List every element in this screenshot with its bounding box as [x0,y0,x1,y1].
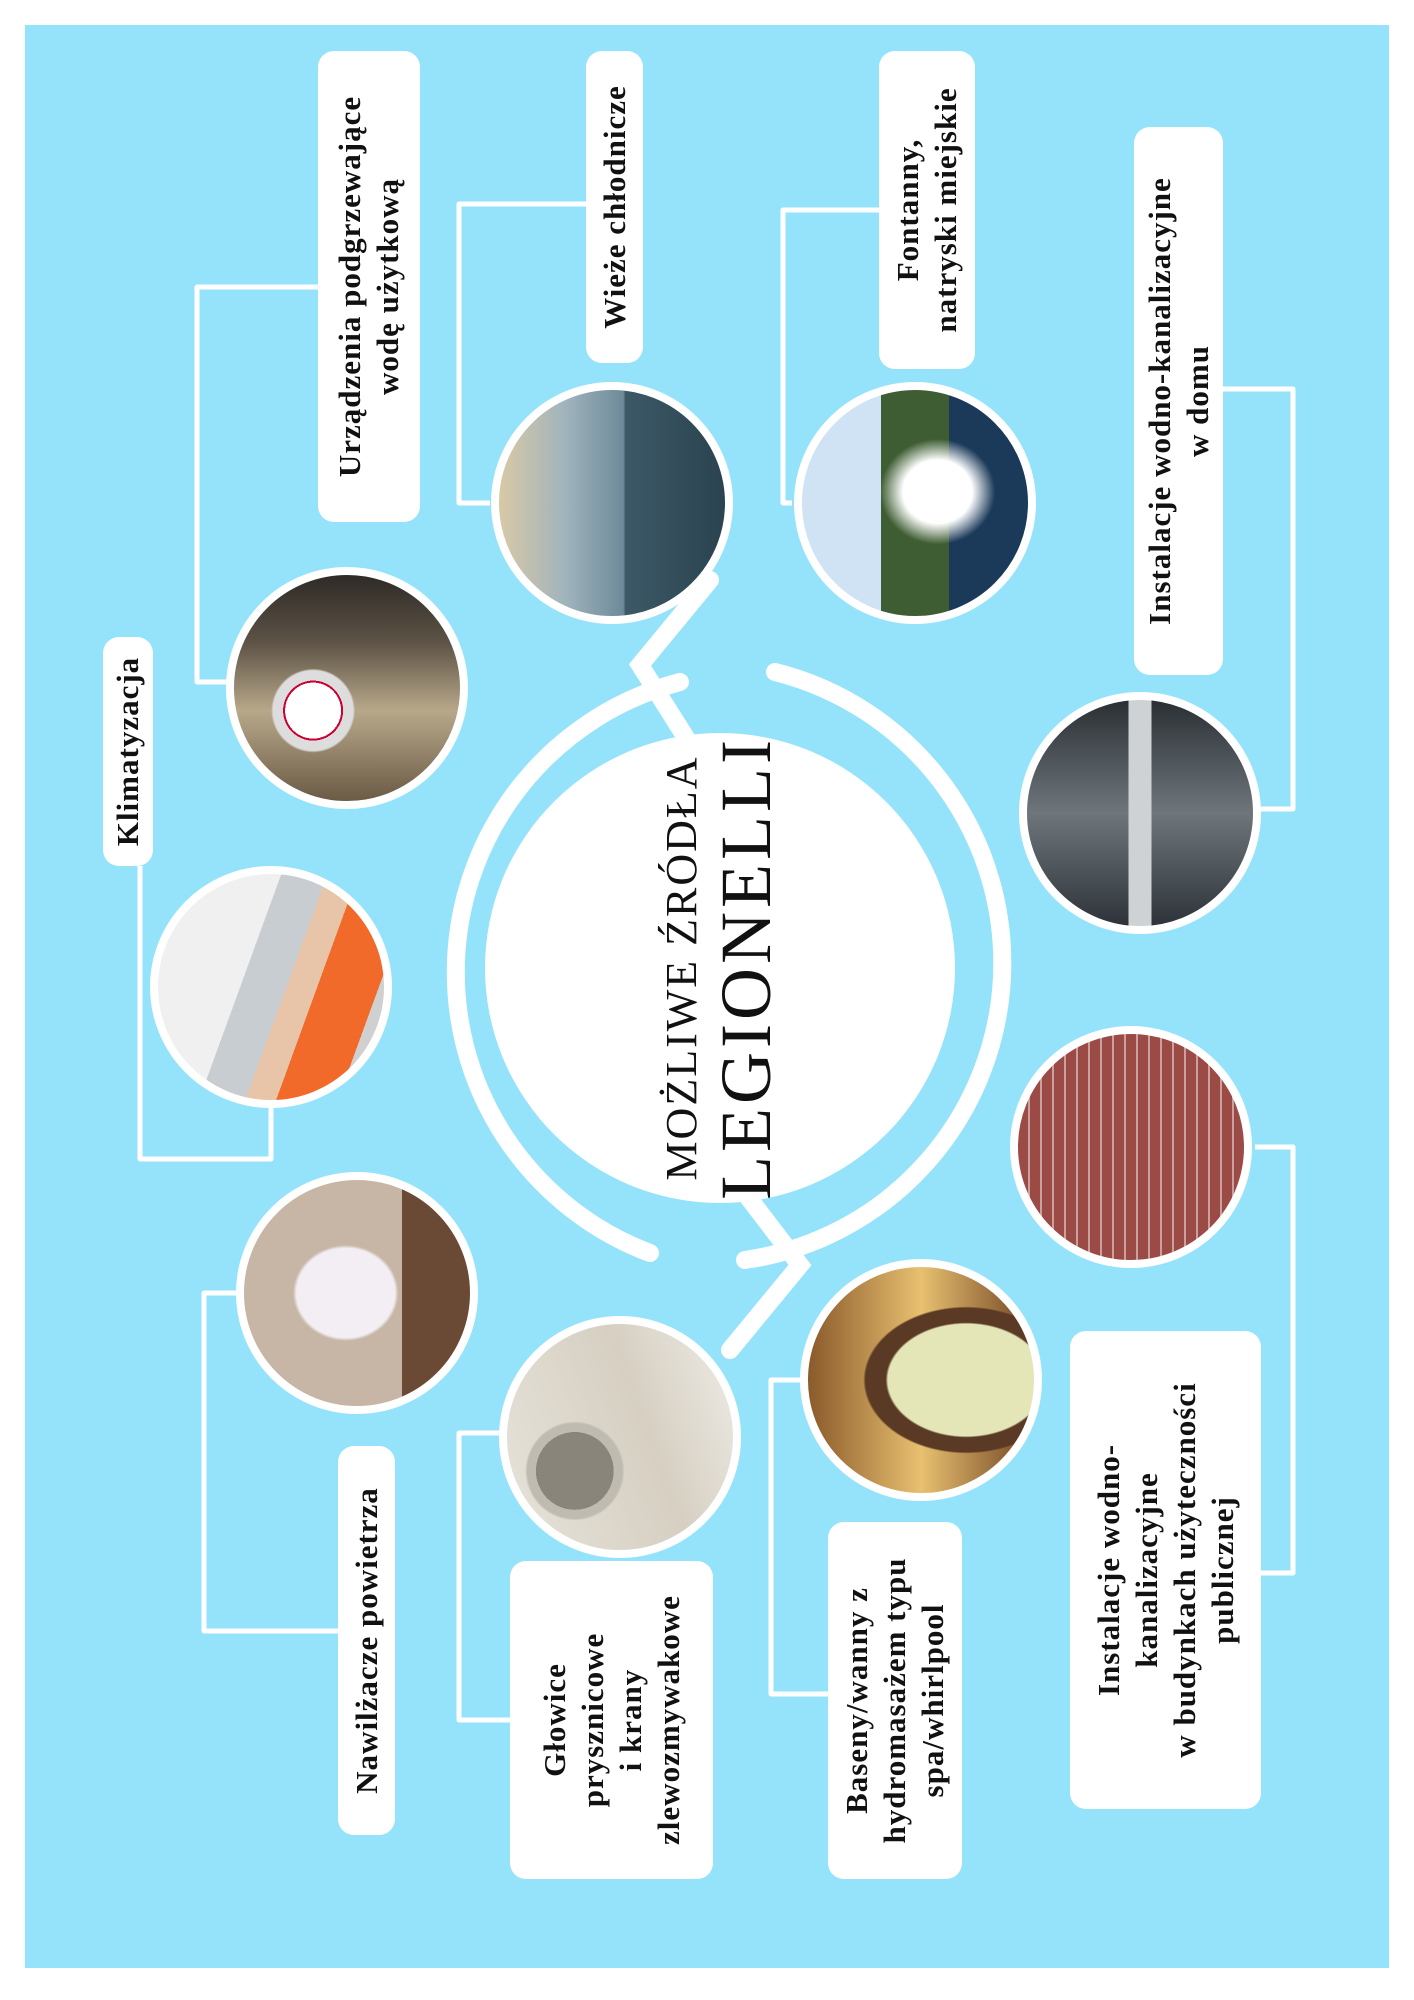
air-humidifier-photo [236,1172,478,1414]
label-instalacje-dom: Instalacje wodno-kanalizacyjne w domu [1134,127,1223,675]
cooling-tower-lake-photo [491,382,733,624]
arrowhead-left-icon [721,1171,812,1359]
spa-tub-photo [800,1259,1042,1501]
cycle-ring [446,571,1012,1359]
label-text: Klimatyzacja [110,656,145,847]
label-text: Urządzenia podgrzewające [332,95,367,478]
title-line1: MOŻLIWE ŹRÓDŁA [656,755,706,1181]
label-text: spa/whirlpool [915,1603,950,1798]
label-text: Baseny/wanny z [839,1587,874,1814]
connector-baseny [768,1377,828,1697]
ring-arc-bottom [736,663,1012,1269]
city-fountain-photo [794,382,1036,624]
building-pipes-photo [1010,1026,1252,1268]
connector-instalacje-dom [1223,386,1296,812]
label-text: Nawilżacze powietrza [348,1487,384,1794]
label-urzadzenia: Urządzenia podgrzewające wodę użytkową [318,51,420,522]
connector-fontanny [780,207,879,506]
connector-glowice [456,1430,510,1723]
label-text: Fontanny, [890,138,925,282]
connector-klimatyzacja [137,866,274,1162]
air-conditioner-technician-photo [150,866,392,1108]
shower-head-photo [499,1316,741,1558]
label-text: Głowice [536,1663,572,1777]
label-text: w budynkach użyteczności [1166,1382,1202,1758]
label-klimatyzacja: Klimatyzacja [103,637,153,866]
label-text: publicznej [1204,1496,1240,1644]
title-line2: LEGIONELLI [705,736,786,1200]
label-text: zlewozmywakowe [650,1595,686,1845]
label-text: natryski miejskie [928,87,963,333]
connector-instalacje-publ [1255,1144,1296,1576]
label-fontanny: Fontanny, natryski miejskie [879,51,975,369]
connector-wieze [456,201,586,506]
label-text: Instalacje wodno-kanalizacyjne [1141,177,1177,625]
label-nawilzacze: Nawilżacze powietrza [338,1446,395,1835]
label-text: Instalacje wodno- [1090,1443,1126,1697]
label-baseny: Baseny/wanny z hydromasażem typu spa/whi… [828,1522,962,1879]
label-text: kanalizacyjne [1128,1472,1164,1668]
label-text: Wieże chłodnicze [596,85,632,329]
water-heater-gauges-photo [226,567,468,809]
label-text: prysznicowe [574,1632,610,1808]
label-wieze: Wieże chłodnicze [586,51,643,363]
label-instalacje-publ: Instalacje wodno- kanalizacyjne w budynk… [1070,1331,1261,1809]
connector-urzadzenia [194,284,318,685]
connector-nawilzacze [201,1290,338,1634]
ring-arc-top [446,673,689,1262]
label-text: i krany [612,1668,648,1772]
label-glowice: Głowice prysznicowe i krany zlewozmywako… [510,1561,713,1879]
label-text: w domu [1179,345,1215,457]
pipe-valve-photo [1019,692,1261,934]
label-text: hydromasażem typu [877,1557,912,1844]
arrowhead-right-icon [628,571,719,769]
label-text: wodę użytkową [370,177,405,396]
center-title: MOŻLIWE ŹRÓDŁA LEGIONELLI [485,733,955,1203]
